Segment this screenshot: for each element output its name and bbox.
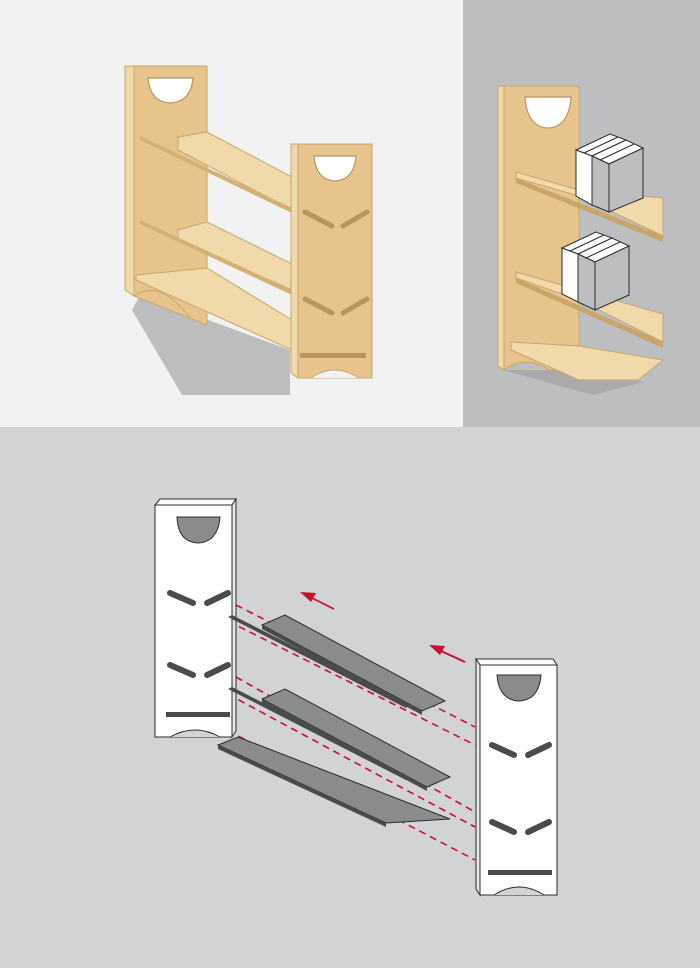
board-side-edge [475,657,481,897]
board-foot-cutout [503,361,550,371]
book-page-line [569,234,605,252]
rack-in-use-illustration [463,0,700,427]
guide-line [195,676,476,828]
shelf-front-edge [262,625,422,715]
arrow-shaft [311,597,335,610]
board-foot-cutout [493,886,545,896]
bottom-shelf [510,341,665,381]
right-board-face [297,143,373,379]
left-board-foot-cutout [133,289,191,319]
board-handle [496,674,542,702]
board-slot [489,819,517,835]
arrow-head [300,592,316,602]
exploded-assembly-illustration [0,427,700,968]
middle-shelf [228,687,452,791]
board-handle [524,96,572,129]
shelf-top [260,688,452,788]
panel-background [0,427,700,968]
book-cover [591,155,610,213]
floor-shadow [132,295,290,395]
board-slot [167,662,196,678]
board-slot [167,590,196,606]
left-board-face [133,65,208,326]
right-board-handle [313,155,357,182]
exploded-assembly-panel [0,427,700,968]
arrow-head [429,645,445,655]
right-board-foot-cutout [310,369,360,379]
book-spine [561,247,579,303]
right-board-edge [290,143,299,379]
upper-shelf [228,614,447,715]
guide-line [195,604,476,746]
board-bottom-slot [488,870,552,875]
board-top-edge [153,498,237,506]
board-slot [489,742,517,758]
assembled-rack-illustration [0,0,463,427]
board-top-edge [475,658,558,666]
arrow-left-up-icon [429,645,466,663]
upper-shelf-groove [140,136,292,213]
book-cover [594,245,630,311]
book-cover [608,147,644,213]
board-foot-cutout [169,729,221,738]
board-face [154,504,233,738]
board-face [479,664,558,896]
bottom-shelf [216,736,451,827]
arrow-shaft [440,650,466,663]
right-board-slot [340,296,370,316]
upper-books [574,133,645,213]
book-cover [577,253,596,311]
left-board-handle [147,77,194,104]
board-bottom-slot [166,712,230,717]
right-board-bottom-slot [300,353,366,358]
arrow-left-up-icon [300,592,335,610]
book-page-line [599,143,635,161]
upper-shelf-edge [516,178,663,242]
shelf-top [260,614,447,712]
rack-in-use-panel [463,0,700,427]
assembled-rack-panel [0,0,463,427]
shelf-front-edge [218,745,386,827]
book-page-line [585,241,621,259]
left-end-board [153,497,237,739]
right-board-slot [302,296,335,316]
board-handle [176,516,221,544]
right-end-board [475,657,558,897]
board-slot [525,742,552,758]
shelf-tongue [228,615,410,708]
right-board-slot [302,209,335,229]
middle-shelf-edge [516,278,663,348]
board-slot [525,819,552,835]
right-board-slot [340,209,370,229]
middle-shelf-groove [140,220,292,295]
book-spine [575,149,593,206]
board-edge [497,85,505,371]
book-page-line [583,136,619,154]
board-face [503,85,580,371]
board-slot [204,662,231,678]
lower-books [560,231,631,311]
left-board-edge [124,65,135,297]
board-slot [204,590,231,606]
shelf-front-edge [262,699,427,791]
